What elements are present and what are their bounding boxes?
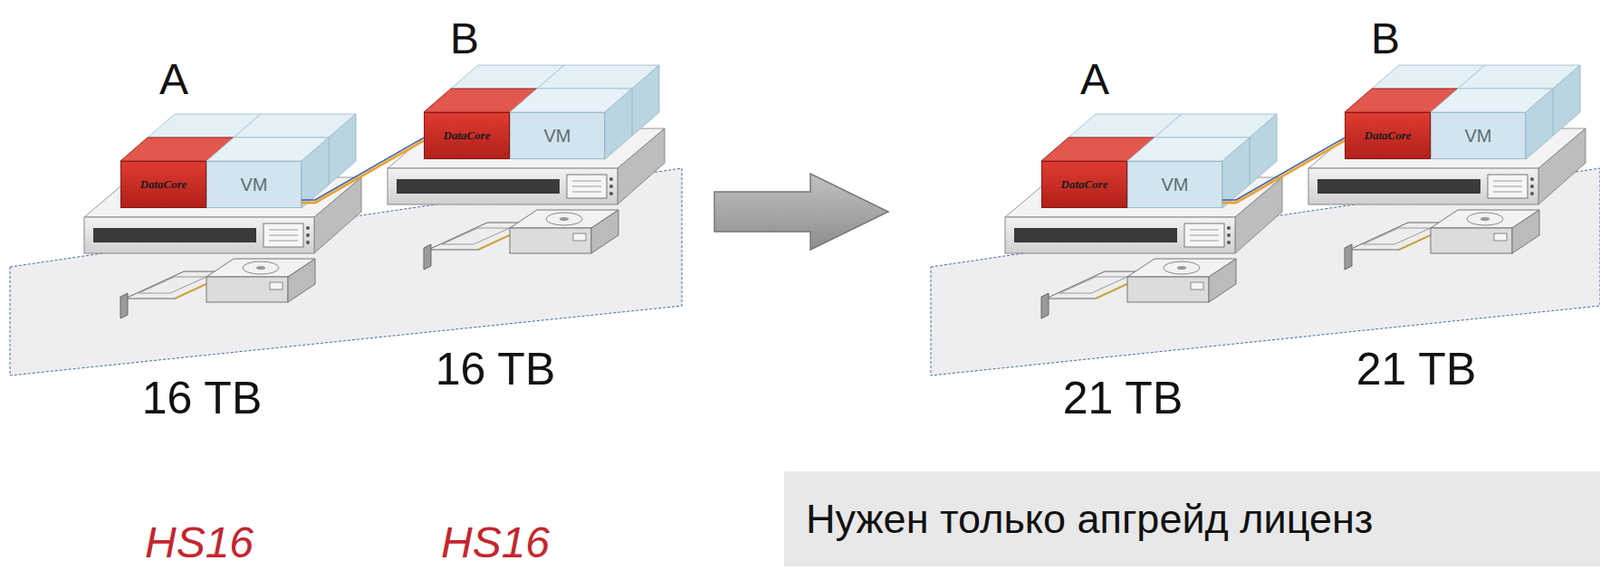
box-text: DataCore: [1364, 129, 1412, 144]
server-unit: [84, 114, 362, 319]
datacore-box: DataCore: [1041, 161, 1128, 209]
vm-box: VM: [1430, 112, 1526, 160]
box-text: VM: [1465, 125, 1493, 147]
license-label: HS16: [440, 519, 550, 568]
box-text: DataCore: [140, 178, 188, 192]
vm-box: VM: [206, 161, 302, 209]
server-unit: [1308, 65, 1586, 270]
server-letter: A: [1080, 56, 1110, 105]
note-panel: Нужен только апгрейд лиценз: [784, 471, 1600, 567]
datacore-box: DataCore: [120, 161, 207, 209]
datacore-box: DataCore: [423, 112, 510, 160]
license-label: HS16: [144, 519, 254, 568]
server-unit: [387, 65, 665, 270]
box-text: VM: [240, 174, 269, 196]
server-letter: B: [450, 15, 480, 64]
capacity-label: 21 TB: [1356, 344, 1477, 395]
vm-box: VM: [509, 112, 605, 160]
vm-box: VM: [1127, 161, 1223, 209]
capacity-label: 21 TB: [1063, 373, 1184, 424]
server-letter: A: [159, 56, 189, 105]
server-unit: [1005, 114, 1283, 319]
box-text: DataCore: [1061, 178, 1109, 192]
datacore-box: DataCore: [1344, 112, 1431, 160]
server-letter: B: [1370, 15, 1400, 64]
box-text: VM: [1161, 174, 1189, 196]
box-text: VM: [544, 125, 572, 147]
capacity-label: 16 TB: [142, 373, 263, 424]
transition-arrow: [714, 173, 889, 250]
box-text: DataCore: [443, 129, 491, 144]
capacity-label: 16 TB: [435, 344, 556, 395]
box-text: Нужен только апгрейд лиценз: [805, 496, 1373, 544]
